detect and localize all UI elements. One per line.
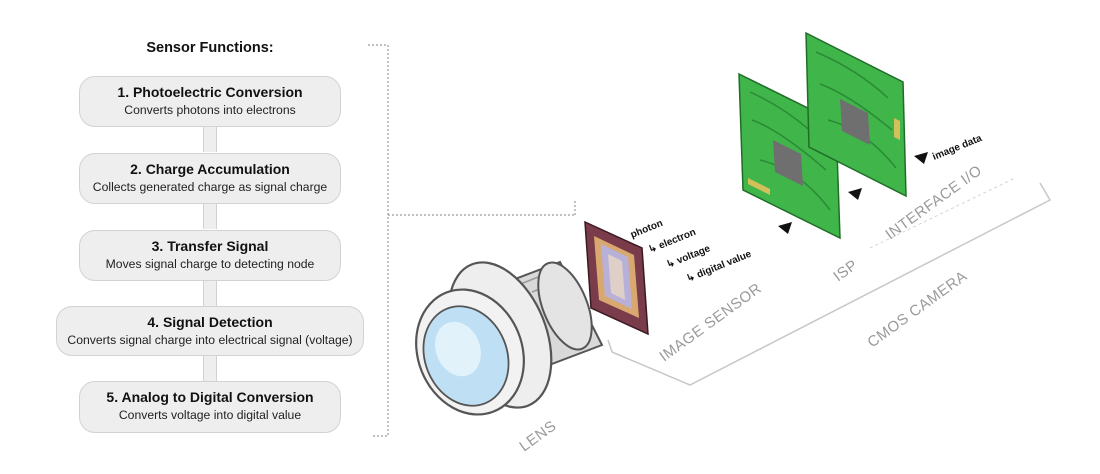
step-box-photoelectric-conversion: 1. Photoelectric Conversion Converts pho… bbox=[79, 76, 341, 127]
image-sensor-label: IMAGE SENSOR bbox=[656, 280, 765, 365]
step-connector bbox=[203, 281, 217, 306]
cmos-camera-bracket bbox=[611, 182, 1052, 386]
arrow-image-data-icon bbox=[914, 152, 928, 164]
step-connector bbox=[203, 127, 217, 152]
panel-title: Sensor Functions: bbox=[146, 40, 274, 56]
step-description: Moves signal charge to detecting node bbox=[105, 257, 315, 271]
lens-icon bbox=[415, 260, 604, 416]
step-box-transfer-signal: 3. Transfer Signal Moves signal charge t… bbox=[79, 230, 341, 281]
step-title: 5. Analog to Digital Conversion bbox=[106, 389, 314, 405]
step-connector bbox=[203, 356, 217, 381]
image-data-label: image data bbox=[931, 133, 984, 163]
step-box-analog-to-digital-conversion: 5. Analog to Digital Conversion Converts… bbox=[79, 381, 341, 433]
step-connector bbox=[203, 204, 217, 229]
step-description: Converts signal charge into electrical s… bbox=[67, 333, 353, 347]
isp-board-back-icon bbox=[805, 31, 907, 198]
step-box-charge-accumulation: 2. Charge Accumulation Collects generate… bbox=[79, 153, 341, 204]
cmos-camera-label: CMOS CAMERA bbox=[864, 268, 970, 352]
isp-label: ISP bbox=[830, 256, 861, 285]
functions-bracket bbox=[368, 44, 389, 437]
image-sensor-chip-icon bbox=[584, 220, 649, 336]
photon-label: photon bbox=[629, 218, 665, 241]
step-box-signal-detection: 4. Signal Detection Converts signal char… bbox=[56, 306, 364, 356]
step-title: 2. Charge Accumulation bbox=[130, 161, 290, 177]
step-title: 4. Signal Detection bbox=[147, 314, 273, 330]
step-description: Collects generated charge as signal char… bbox=[92, 180, 328, 194]
step-description: Converts voltage into digital value bbox=[118, 408, 302, 422]
cmos-camera-bracket-end bbox=[607, 339, 613, 353]
step-title: 1. Photoelectric Conversion bbox=[117, 84, 303, 100]
arrow-between-isp-icon bbox=[848, 188, 862, 200]
step-title: 3. Transfer Signal bbox=[151, 238, 269, 254]
interface-guide-line bbox=[869, 177, 1016, 249]
step-description: Converts photons into electrons bbox=[124, 103, 296, 117]
arrow-to-isp-icon bbox=[778, 222, 792, 234]
lens-label: LENS bbox=[516, 417, 559, 455]
